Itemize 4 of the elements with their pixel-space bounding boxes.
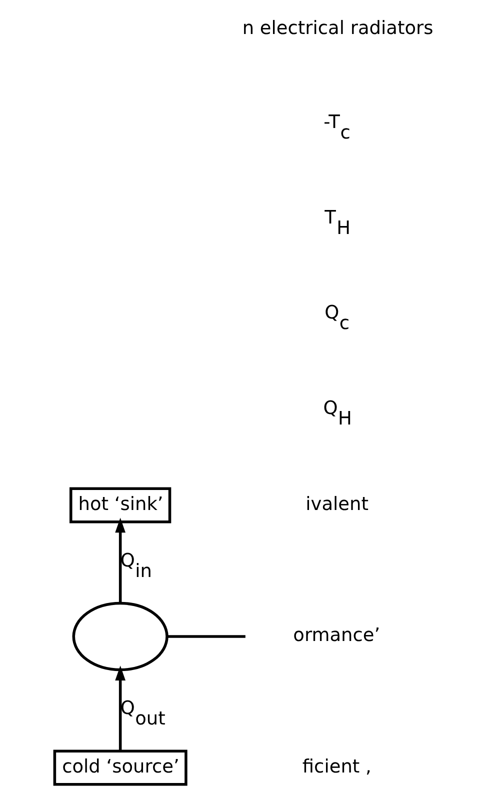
label: ficient , (302, 756, 372, 778)
label: ivalent (306, 494, 368, 515)
label: n electrical radiators (242, 18, 434, 39)
label: ormance’ (293, 625, 380, 646)
